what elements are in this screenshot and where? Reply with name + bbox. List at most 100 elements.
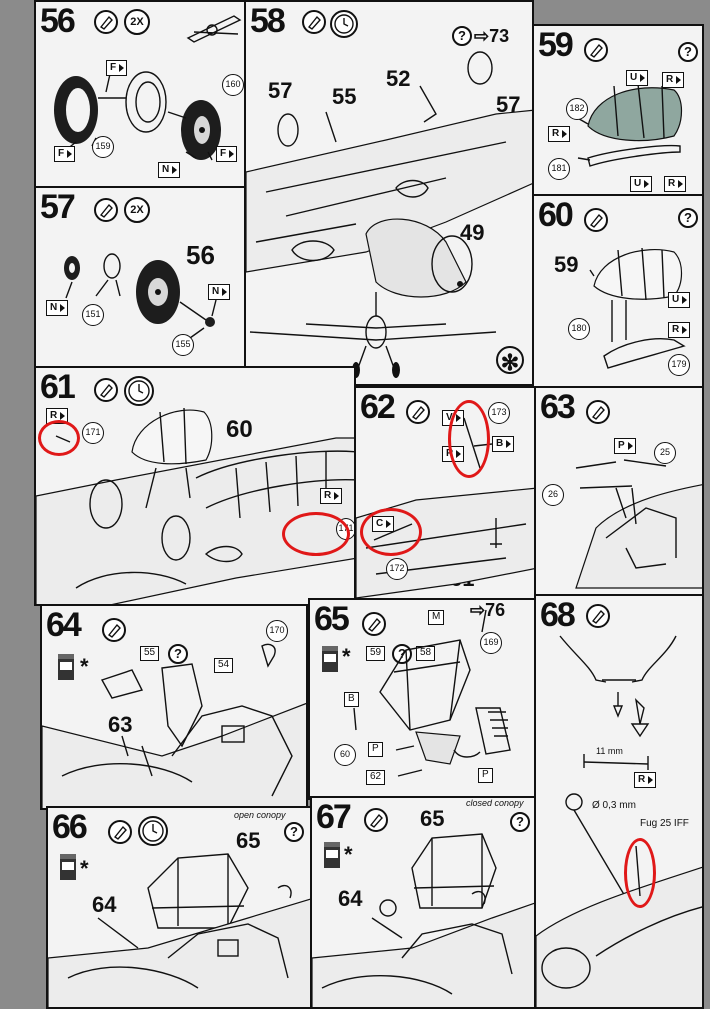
- glue-icon: [584, 208, 608, 232]
- part-number: 60: [334, 744, 356, 766]
- page-reference: ⇨76: [470, 600, 506, 620]
- glue-icon: [584, 38, 608, 62]
- cockpit-parts-drawing: [575, 459, 702, 589]
- open-canopy-drawing: [48, 853, 310, 1007]
- step-63-panel: 63 P 25 26: [534, 386, 704, 606]
- part-label: 57: [496, 92, 521, 117]
- part-box: P: [368, 742, 383, 757]
- part-number: 151: [82, 304, 104, 326]
- measurement-label: 11 mm: [596, 746, 623, 756]
- asterisk-symbol: *: [344, 842, 353, 867]
- highlight-circle: [448, 400, 490, 478]
- canopy-note: open conopy: [234, 810, 286, 820]
- asterisk-symbol: *: [80, 654, 89, 679]
- step-68-panel: 68 11 mm R Ø 0,3 mm Fug 25 IFF: [534, 594, 704, 1009]
- part-box: 59: [366, 646, 386, 661]
- part-flag: N: [158, 162, 181, 178]
- part-flag: F: [216, 146, 238, 162]
- glue-icon: [108, 820, 132, 844]
- step-number: 65: [314, 600, 350, 638]
- part-flag: R: [548, 126, 571, 142]
- help-icon: ?: [510, 812, 530, 832]
- step-56-panel: 56 2X F 160 159 F N F: [34, 0, 246, 188]
- glue-icon: [302, 10, 326, 34]
- glue-icon: [586, 400, 610, 424]
- asterisk-symbol: *: [342, 644, 351, 669]
- part-label: 64: [338, 886, 363, 911]
- part-box: 58: [416, 646, 436, 661]
- clock-icon: [138, 816, 168, 846]
- cockpit-interior-drawing: [42, 643, 306, 808]
- part-flag: U: [668, 292, 691, 308]
- part-number: 179: [668, 354, 690, 376]
- highlight-circle: [38, 420, 80, 456]
- part-label: 63: [108, 712, 133, 737]
- fuselage-canopy-drawing: [36, 407, 354, 604]
- clothespin-icon: [186, 15, 242, 43]
- part-box: B: [344, 692, 359, 707]
- asterisk-symbol: ✻: [496, 346, 524, 375]
- help-icon: ?: [452, 26, 472, 46]
- multiplier-badge: 2X: [124, 9, 150, 35]
- highlight-circle: [624, 838, 656, 908]
- part-number: 172: [386, 558, 408, 580]
- part-number: 25: [654, 442, 676, 464]
- step-59-panel: 59 ? U R 182 R 181 U R: [532, 24, 704, 196]
- glue-icon: [94, 378, 118, 402]
- step-number: 61: [40, 368, 76, 406]
- part-number: 26: [542, 484, 564, 506]
- glue-icon: [586, 604, 610, 628]
- part-number: 171: [82, 422, 104, 444]
- part-flag: N: [46, 300, 69, 316]
- step-62-panel: 62 61 173 V B R C 172: [354, 386, 536, 606]
- part-label: 60: [226, 416, 253, 443]
- clock-icon: [330, 10, 358, 38]
- closed-canopy-drawing: [312, 833, 534, 1007]
- canopy-note: closed conopy: [466, 798, 524, 808]
- part-flag: U: [630, 176, 653, 192]
- step-58-panel: 58 ? ⇨73 57 55 52 57 49 ✻: [244, 0, 534, 386]
- step-number: 64: [46, 606, 82, 644]
- part-flag: B: [492, 436, 515, 452]
- multiplier-badge: 2X: [124, 197, 150, 223]
- part-number: 160: [222, 74, 244, 96]
- asterisk-symbol: *: [80, 856, 89, 881]
- part-box: P: [478, 768, 493, 783]
- caption-label: Fug 25 IFF: [640, 818, 689, 829]
- glue-icon: [406, 400, 430, 424]
- part-flag: R: [668, 322, 691, 338]
- step-number: 67: [316, 798, 352, 836]
- part-box: 55: [140, 646, 160, 661]
- step-65-panel: 65 M ⇨76 169 * 59 ? 58 B P 60 62 P: [308, 598, 536, 800]
- part-number: 159: [92, 136, 114, 158]
- part-flag: R: [320, 488, 343, 504]
- part-number: 182: [566, 98, 588, 120]
- step-number: 62: [360, 388, 396, 426]
- step-61-panel: 61 60 58 R 171 R 171: [34, 366, 356, 606]
- part-flag: R: [634, 772, 657, 788]
- glue-icon: [94, 10, 118, 34]
- part-number: 170: [266, 620, 288, 642]
- part-number: 155: [172, 334, 194, 356]
- part-flag: R: [664, 176, 687, 192]
- assembly-label: 59: [554, 252, 579, 277]
- part-box: M: [428, 610, 445, 625]
- step-67-panel: 67 closed conopy ? 65 64 *: [310, 796, 536, 1009]
- step-number: 66: [52, 808, 88, 846]
- step-number: 68: [540, 596, 576, 634]
- clock-icon: [124, 376, 154, 406]
- part-label: 49: [460, 220, 485, 245]
- part-number: 181: [548, 158, 570, 180]
- part-label: 55: [332, 84, 357, 109]
- step-57-panel: 57 2X 56 N 151 N 155: [34, 186, 246, 368]
- highlight-circle: [282, 512, 350, 556]
- help-icon: ?: [678, 42, 698, 62]
- part-number: 173: [488, 402, 510, 424]
- part-number: 169: [480, 632, 502, 654]
- part-label: 64: [92, 892, 117, 917]
- part-flag: R: [662, 72, 685, 88]
- help-icon: ?: [284, 822, 304, 842]
- paint-pot-icon: [60, 854, 76, 880]
- part-label: 57: [268, 78, 293, 103]
